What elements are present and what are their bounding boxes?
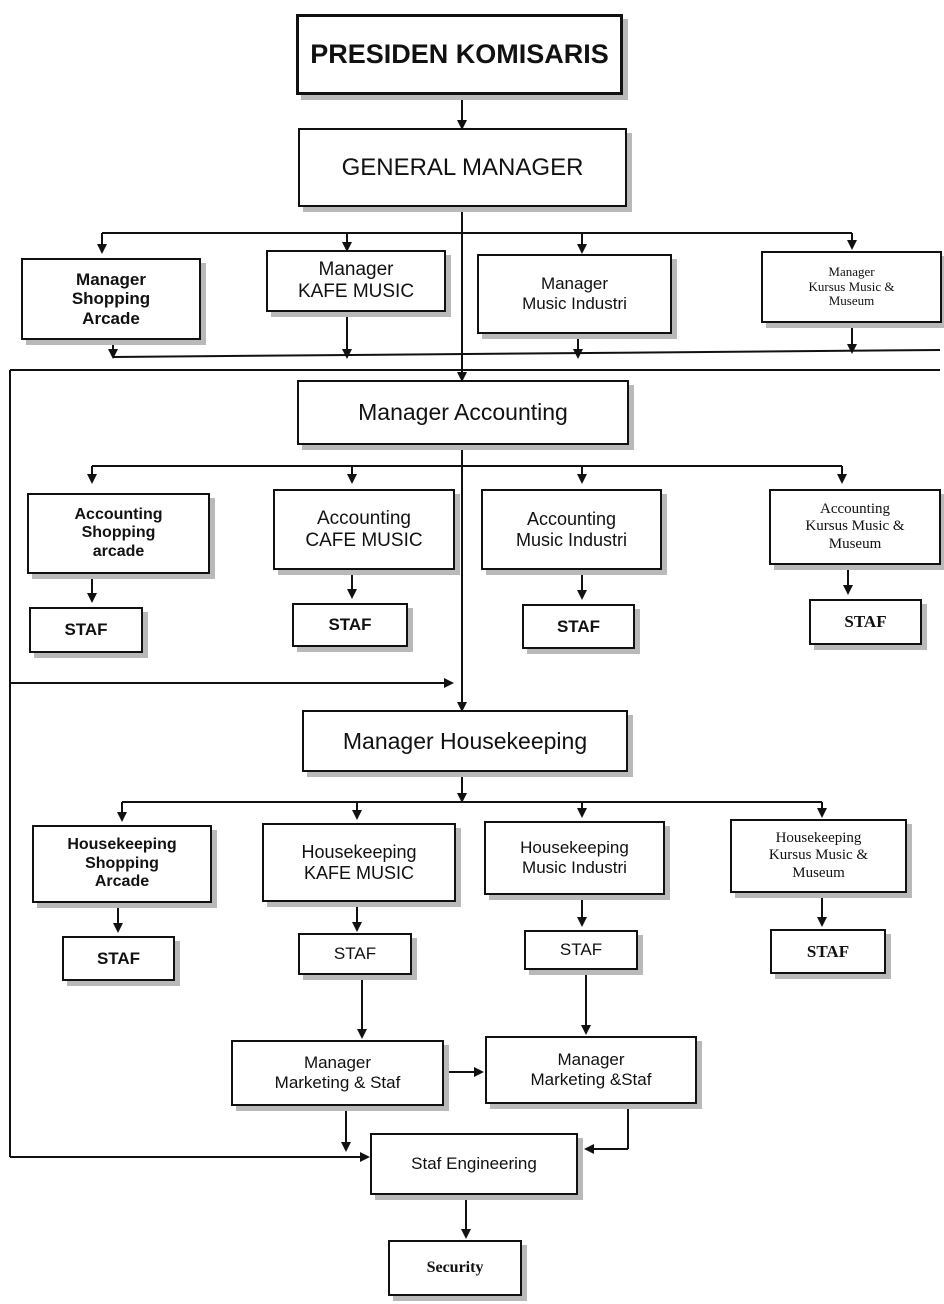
node-housekeeping-music-industri-label: Housekeeping Music Industri bbox=[520, 838, 629, 877]
node-accounting-cafe-music-label: Accounting CAFE MUSIC bbox=[305, 507, 423, 551]
node-accounting-staf-3: STAF bbox=[522, 604, 635, 649]
node-housekeeping-shopping-arcade: Housekeeping Shopping Arcade bbox=[32, 825, 212, 903]
node-accounting-kursus-music-museum-label: Accounting Kursus Music & Museum bbox=[805, 501, 905, 552]
node-accounting-shopping-arcade-label: Accounting Shopping arcade bbox=[74, 505, 163, 560]
node-accounting-staf-1: STAF bbox=[29, 607, 143, 653]
node-general-manager: GENERAL MANAGER bbox=[298, 128, 627, 207]
node-housekeeping-staf-4-label: STAF bbox=[806, 941, 850, 961]
node-housekeeping-kursus-music-museum: Housekeeping Kursus Music & Museum bbox=[730, 819, 907, 893]
node-accounting-music-industri-label: Accounting Music Industri bbox=[515, 508, 628, 550]
node-manager-marketing-staf-1-label: Manager Marketing & Staf bbox=[274, 1053, 401, 1092]
node-accounting-kursus-music-museum: Accounting Kursus Music & Museum bbox=[769, 489, 941, 565]
node-housekeeping-staf-2-label: STAF bbox=[333, 944, 377, 964]
node-manager-shopping-arcade: Manager Shopping Arcade bbox=[21, 258, 201, 340]
node-manager-accounting-label: Manager Accounting bbox=[358, 399, 568, 426]
node-accounting-staf-2-label: STAF bbox=[328, 615, 372, 635]
node-housekeeping-staf-1: STAF bbox=[62, 936, 175, 981]
node-manager-kafe-music-label: Manager KAFE MUSIC bbox=[297, 259, 415, 302]
node-housekeeping-kursus-music-museum-label: Housekeeping Kursus Music & Museum bbox=[768, 830, 869, 881]
node-housekeeping-shopping-arcade-label: Housekeeping Shopping Arcade bbox=[67, 836, 177, 891]
node-accounting-staf-4: STAF bbox=[809, 599, 922, 645]
node-staf-engineering: Staf Engineering bbox=[370, 1133, 578, 1195]
node-accounting-staf-4-label: STAF bbox=[844, 612, 887, 632]
node-manager-music-industri: Manager Music Industri bbox=[477, 254, 672, 334]
node-housekeeping-staf-3-label: STAF bbox=[559, 940, 603, 960]
node-housekeeping-kafe-music: Housekeeping KAFE MUSIC bbox=[262, 823, 456, 902]
node-housekeeping-staf-3: STAF bbox=[524, 930, 638, 970]
node-accounting-staf-2: STAF bbox=[292, 603, 408, 647]
node-manager-accounting: Manager Accounting bbox=[297, 380, 629, 445]
node-presiden-komisaris: PRESIDEN KOMISARIS bbox=[296, 14, 623, 95]
node-accounting-shopping-arcade: Accounting Shopping arcade bbox=[27, 493, 210, 574]
node-accounting-cafe-music: Accounting CAFE MUSIC bbox=[273, 489, 455, 570]
node-manager-kafe-music: Manager KAFE MUSIC bbox=[266, 250, 446, 312]
node-security: Security bbox=[388, 1240, 522, 1296]
node-housekeeping-kafe-music-label: Housekeeping KAFE MUSIC bbox=[301, 841, 417, 883]
node-accounting-staf-3-label: STAF bbox=[556, 616, 601, 636]
node-manager-marketing-staf-2: Manager Marketing &Staf bbox=[485, 1036, 697, 1104]
node-manager-marketing-staf-1: Manager Marketing & Staf bbox=[231, 1040, 444, 1106]
node-manager-housekeeping: Manager Housekeeping bbox=[302, 710, 628, 772]
node-housekeeping-staf-4: STAF bbox=[770, 929, 886, 974]
node-presiden-komisaris-label: PRESIDEN KOMISARIS bbox=[310, 38, 609, 69]
node-manager-kursus-music-museum: Manager Kursus Music & Museum bbox=[761, 251, 942, 323]
node-general-manager-label: GENERAL MANAGER bbox=[341, 153, 584, 181]
node-housekeeping-staf-1-label: STAF bbox=[96, 948, 141, 968]
node-manager-kursus-music-museum-label: Manager Kursus Music & Museum bbox=[808, 263, 895, 309]
node-accounting-music-industri: Accounting Music Industri bbox=[481, 489, 662, 570]
node-security-label: Security bbox=[426, 1258, 484, 1276]
line-managers-return bbox=[112, 349, 941, 358]
node-manager-marketing-staf-2-label: Manager Marketing &Staf bbox=[530, 1050, 652, 1089]
node-accounting-staf-1-label: STAF bbox=[64, 620, 108, 640]
node-housekeeping-staf-2: STAF bbox=[298, 933, 412, 975]
node-manager-housekeeping-label: Manager Housekeeping bbox=[342, 727, 588, 754]
node-staf-engineering-label: Staf Engineering bbox=[411, 1154, 537, 1174]
node-manager-music-industri-label: Manager Music Industri bbox=[522, 274, 627, 313]
node-housekeeping-music-industri: Housekeeping Music Industri bbox=[484, 821, 665, 895]
node-manager-shopping-arcade-label: Manager Shopping Arcade bbox=[71, 269, 151, 328]
